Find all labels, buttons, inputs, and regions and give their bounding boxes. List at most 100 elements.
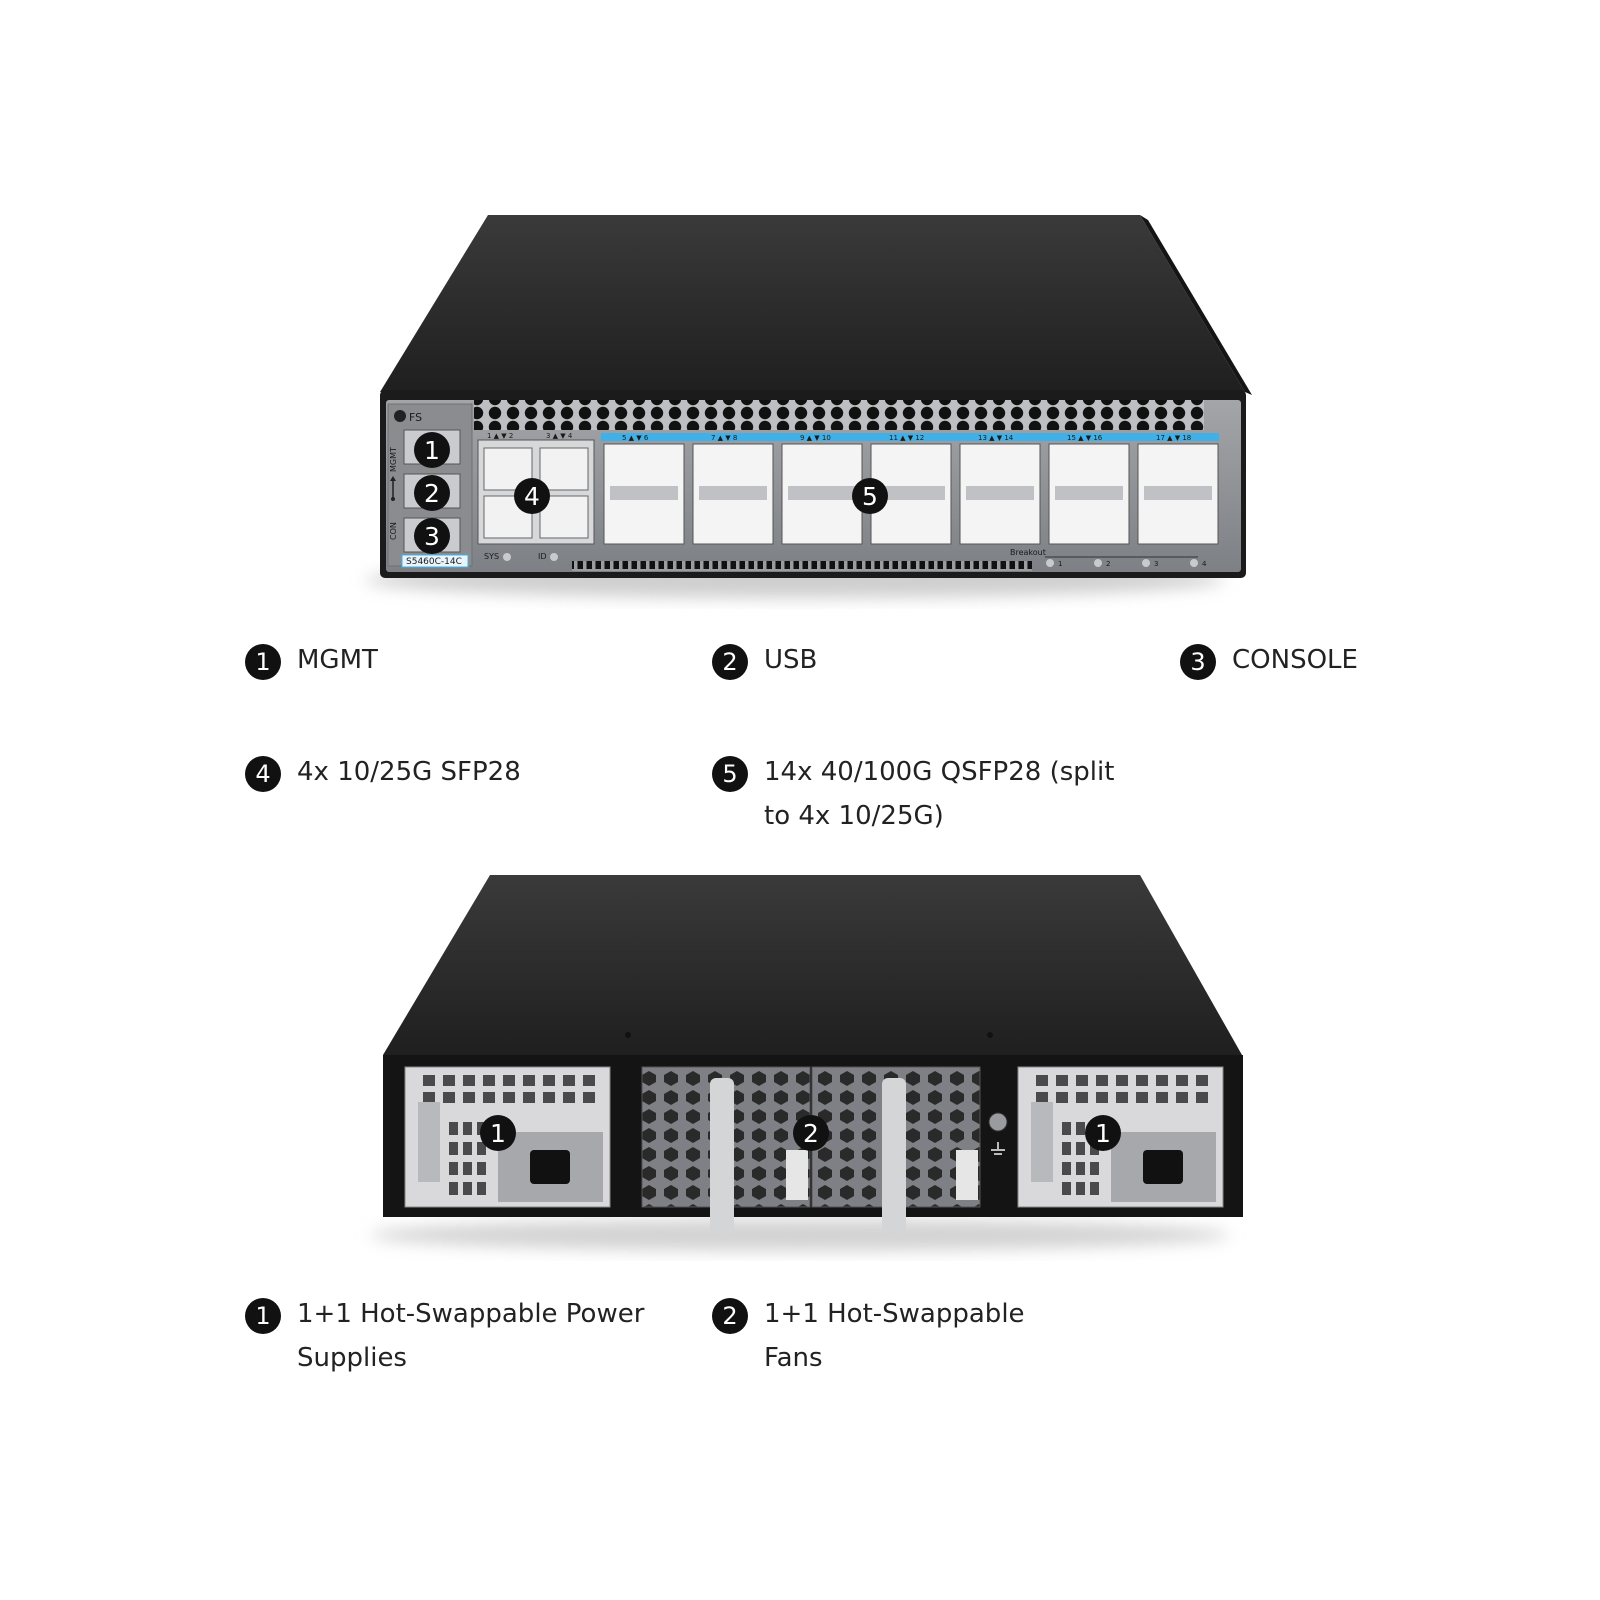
psu-vent: [463, 1075, 475, 1086]
legend-item-usb: 2 USB: [712, 638, 817, 682]
usb-icon: [390, 476, 396, 501]
fs-logo: FS: [394, 410, 422, 424]
psu-vent: [1062, 1122, 1071, 1135]
power-supply-left[interactable]: [404, 1066, 611, 1208]
qsfp-port-label: 17 ▲ ▼ 18: [1156, 434, 1191, 442]
sfp-port-label-3-4: 3 ▲ ▼ 4: [546, 432, 573, 440]
power-supply-right[interactable]: [1017, 1066, 1224, 1208]
psu-vent: [483, 1092, 495, 1103]
legend-label: USB: [764, 645, 818, 675]
front-vent-bottom: [572, 561, 1032, 571]
psu-vent: [563, 1092, 575, 1103]
callout-3: 3: [414, 518, 450, 554]
fan-latch: [956, 1150, 978, 1200]
breakout-port-label: 3: [1154, 560, 1158, 568]
svg-text:1: 1: [1095, 1119, 1111, 1148]
psu-vent: [1076, 1092, 1088, 1103]
model-label-box: [401, 554, 469, 568]
qsfp-port-label: 11 ▲ ▼ 12: [889, 434, 924, 442]
psu-vent: [443, 1075, 455, 1086]
svg-text:2: 2: [424, 479, 440, 508]
callout-4: 4: [514, 478, 550, 514]
rear-screw: [987, 1032, 993, 1038]
psu-vent: [1176, 1092, 1188, 1103]
psu-vent: [477, 1142, 486, 1155]
psu-vent: [1062, 1182, 1071, 1195]
breakout-label: Breakout: [1010, 548, 1046, 557]
psu-vent: [1196, 1075, 1208, 1086]
psu-vent: [1090, 1182, 1099, 1195]
psu-vent: [523, 1075, 535, 1086]
qsfp-port-divider: [788, 486, 856, 500]
psu-vent: [463, 1142, 472, 1155]
svg-text:4: 4: [524, 482, 540, 511]
sfp-port-2[interactable]: [483, 495, 533, 539]
psu-vent: [423, 1092, 435, 1103]
legend-item-mgmt: 1 MGMT: [245, 638, 378, 682]
psu-vent: [503, 1075, 515, 1086]
psu-vent: [443, 1092, 455, 1103]
psu-vent: [583, 1092, 595, 1103]
psu-vent: [563, 1075, 575, 1086]
qsfp-port-divider: [877, 486, 945, 500]
sys-led-label: SYS: [484, 552, 499, 561]
qsfp-port-label: 15 ▲ ▼ 16: [1067, 434, 1103, 442]
legend-item-sfp28: 4 4x 10/25G SFP28: [245, 750, 521, 794]
svg-text:5: 5: [862, 482, 878, 511]
psu-handle[interactable]: [418, 1102, 440, 1182]
psu-vent: [1096, 1075, 1108, 1086]
psu-vent: [463, 1162, 472, 1175]
qsfp28-port-group: 5 ▲ ▼ 6 7 ▲ ▼ 8 9 ▲ ▼ 10 11 ▲ ▼ 12 13 ▲ ▼ 14…: [603, 434, 1219, 545]
svg-text:3: 3: [424, 522, 440, 551]
breakout-led: [1190, 559, 1198, 567]
psu-vent: [1036, 1092, 1048, 1103]
callout-5: 5: [852, 478, 888, 514]
psu-vent: [1076, 1122, 1085, 1135]
psu-vent: [463, 1122, 472, 1135]
legend-label: CONSOLE: [1232, 645, 1358, 675]
chassis-side-edge: [1140, 215, 1252, 395]
rear-chassis-top: [383, 875, 1242, 1055]
chassis-top: [380, 215, 1245, 392]
power-socket: [530, 1150, 570, 1184]
qsfp-port-label: 13 ▲ ▼ 14: [978, 434, 1014, 442]
psu-vent: [1116, 1092, 1128, 1103]
psu-vent: [543, 1092, 555, 1103]
rear-screw: [625, 1032, 631, 1038]
qsfp-port-label: 7 ▲ ▼ 8: [711, 434, 737, 442]
psu-vent: [1136, 1075, 1148, 1086]
model-label: S5460C-14C: [406, 557, 462, 567]
sfp-port-label-1-2: 1 ▲ ▼ 2: [487, 432, 513, 440]
qsfp-port-divider: [966, 486, 1034, 500]
psu-vent: [1076, 1182, 1085, 1195]
sys-led: [503, 553, 511, 561]
breakout-led: [1094, 559, 1102, 567]
breakout-port-label: 4: [1202, 560, 1207, 568]
psu-vent: [1076, 1075, 1088, 1086]
legend-badge: 1: [245, 644, 281, 680]
callout-1: 1: [414, 432, 450, 468]
psu-vent: [1062, 1142, 1071, 1155]
qsfp-port-label: 5 ▲ ▼ 6: [622, 434, 649, 442]
psu-vent: [1056, 1075, 1068, 1086]
power-socket: [1143, 1150, 1183, 1184]
fan-handle[interactable]: [882, 1078, 906, 1238]
sfp-port-3[interactable]: [539, 447, 589, 491]
psu-vent: [477, 1182, 486, 1195]
psu-handle[interactable]: [1031, 1102, 1053, 1182]
psu-vent: [1096, 1092, 1108, 1103]
fan-handle[interactable]: [710, 1078, 734, 1238]
psu-vent: [503, 1092, 515, 1103]
breakout-led: [1046, 559, 1054, 567]
psu-vent: [1090, 1162, 1099, 1175]
id-led: [550, 553, 558, 561]
qsfp-port-label: 9 ▲ ▼ 10: [800, 434, 831, 442]
psu-vent: [449, 1122, 458, 1135]
psu-vent: [423, 1075, 435, 1086]
